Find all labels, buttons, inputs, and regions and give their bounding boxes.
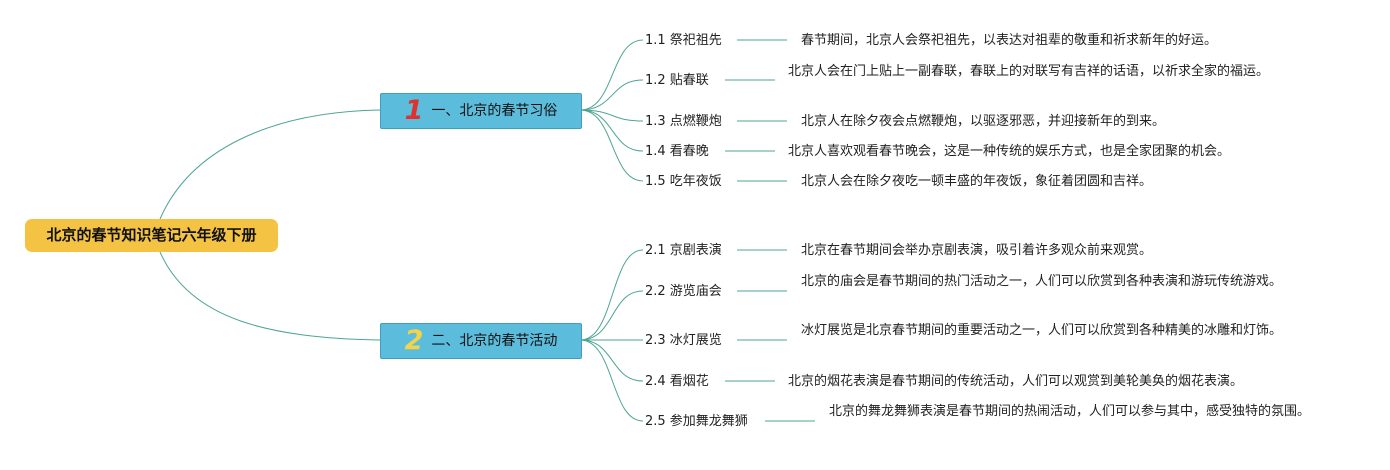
leaf-2-2[interactable]: 2.2 游览庙会 xyxy=(645,284,722,299)
branch-node-activities[interactable]: 2 二、北京的春节活动 xyxy=(380,323,582,359)
desc-1-2: 北京人会在门上贴上一副春联，春联上的对联写有吉祥的话语，以祈求全家的福运。 xyxy=(788,64,1270,79)
leaf-1-4[interactable]: 1.4 看春晚 xyxy=(645,144,709,159)
root-node[interactable]: 北京的春节知识笔记六年级下册 xyxy=(25,219,278,252)
leaf-2-5[interactable]: 2.5 参加舞龙舞狮 xyxy=(645,414,748,429)
desc-1-5: 北京人会在除夕夜吃一顿丰盛的年夜饭，象征着团圆和吉祥。 xyxy=(801,174,1153,189)
desc-2-4: 北京的烟花表演是春节期间的传统活动，人们可以观赏到美轮美奂的烟花表演。 xyxy=(788,374,1244,389)
number-badge-2: 2 xyxy=(404,325,424,356)
edge-branch-1-leaf-5 xyxy=(579,109,644,182)
leaf-1-2[interactable]: 1.2 贴春联 xyxy=(645,73,709,88)
desc-2-3: 冰灯展览是北京春节期间的重要活动之一，人们可以欣赏到各种精美的冰雕和灯饰。 xyxy=(801,323,1283,338)
desc-1-1: 春节期间，北京人会祭祀祖先，以表达对祖辈的敬重和祈求新年的好运。 xyxy=(801,33,1218,48)
desc-2-5: 北京的舞龙舞狮表演是春节期间的热闹活动，人们可以参与其中，感受独特的氛围。 xyxy=(829,404,1311,419)
edge-branch-2-leaf-1 xyxy=(579,249,644,341)
edge-branch-2-leaf-5 xyxy=(579,339,644,422)
edge-branch-2-leaf-4 xyxy=(579,339,644,382)
leaf-2-4[interactable]: 2.4 看烟花 xyxy=(645,374,709,389)
edge-branch-1-leaf-4 xyxy=(579,109,644,152)
desc-1-4: 北京人喜欢观看春节晚会，这是一种传统的娱乐方式，也是全家团聚的机会。 xyxy=(788,144,1231,159)
leaf-2-1[interactable]: 2.1 京剧表演 xyxy=(645,243,722,258)
branch-label: 一、北京的春节习俗 xyxy=(431,103,558,119)
number-badge-1: 1 xyxy=(404,95,424,126)
edge-root-branch-2 xyxy=(159,251,381,341)
desc-1-3: 北京人在除夕夜会点燃鞭炮，以驱逐邪恶，并迎接新年的到来。 xyxy=(801,114,1166,129)
edge-branch-1-leaf-1 xyxy=(579,39,644,111)
leaf-1-5[interactable]: 1.5 吃年夜饭 xyxy=(645,174,722,189)
leaf-1-1[interactable]: 1.1 祭祀祖先 xyxy=(645,33,722,48)
desc-2-1: 北京在春节期间会举办京剧表演，吸引着许多观众前来观赏。 xyxy=(801,243,1153,258)
edge-branch-1-leaf-3 xyxy=(579,109,644,122)
edge-root-branch-1 xyxy=(159,109,381,220)
leaf-2-3[interactable]: 2.3 冰灯展览 xyxy=(645,333,722,348)
edge-branch-1-leaf-2 xyxy=(579,79,644,111)
leaf-1-3[interactable]: 1.3 点燃鞭炮 xyxy=(645,114,722,129)
edge-branch-2-leaf-2 xyxy=(579,290,644,341)
branch-label: 二、北京的春节活动 xyxy=(431,333,558,349)
branch-node-customs[interactable]: 1 一、北京的春节习俗 xyxy=(380,93,582,129)
desc-2-2: 北京的庙会是春节期间的热门活动之一，人们可以欣赏到各种表演和游玩传统游戏。 xyxy=(801,274,1283,289)
